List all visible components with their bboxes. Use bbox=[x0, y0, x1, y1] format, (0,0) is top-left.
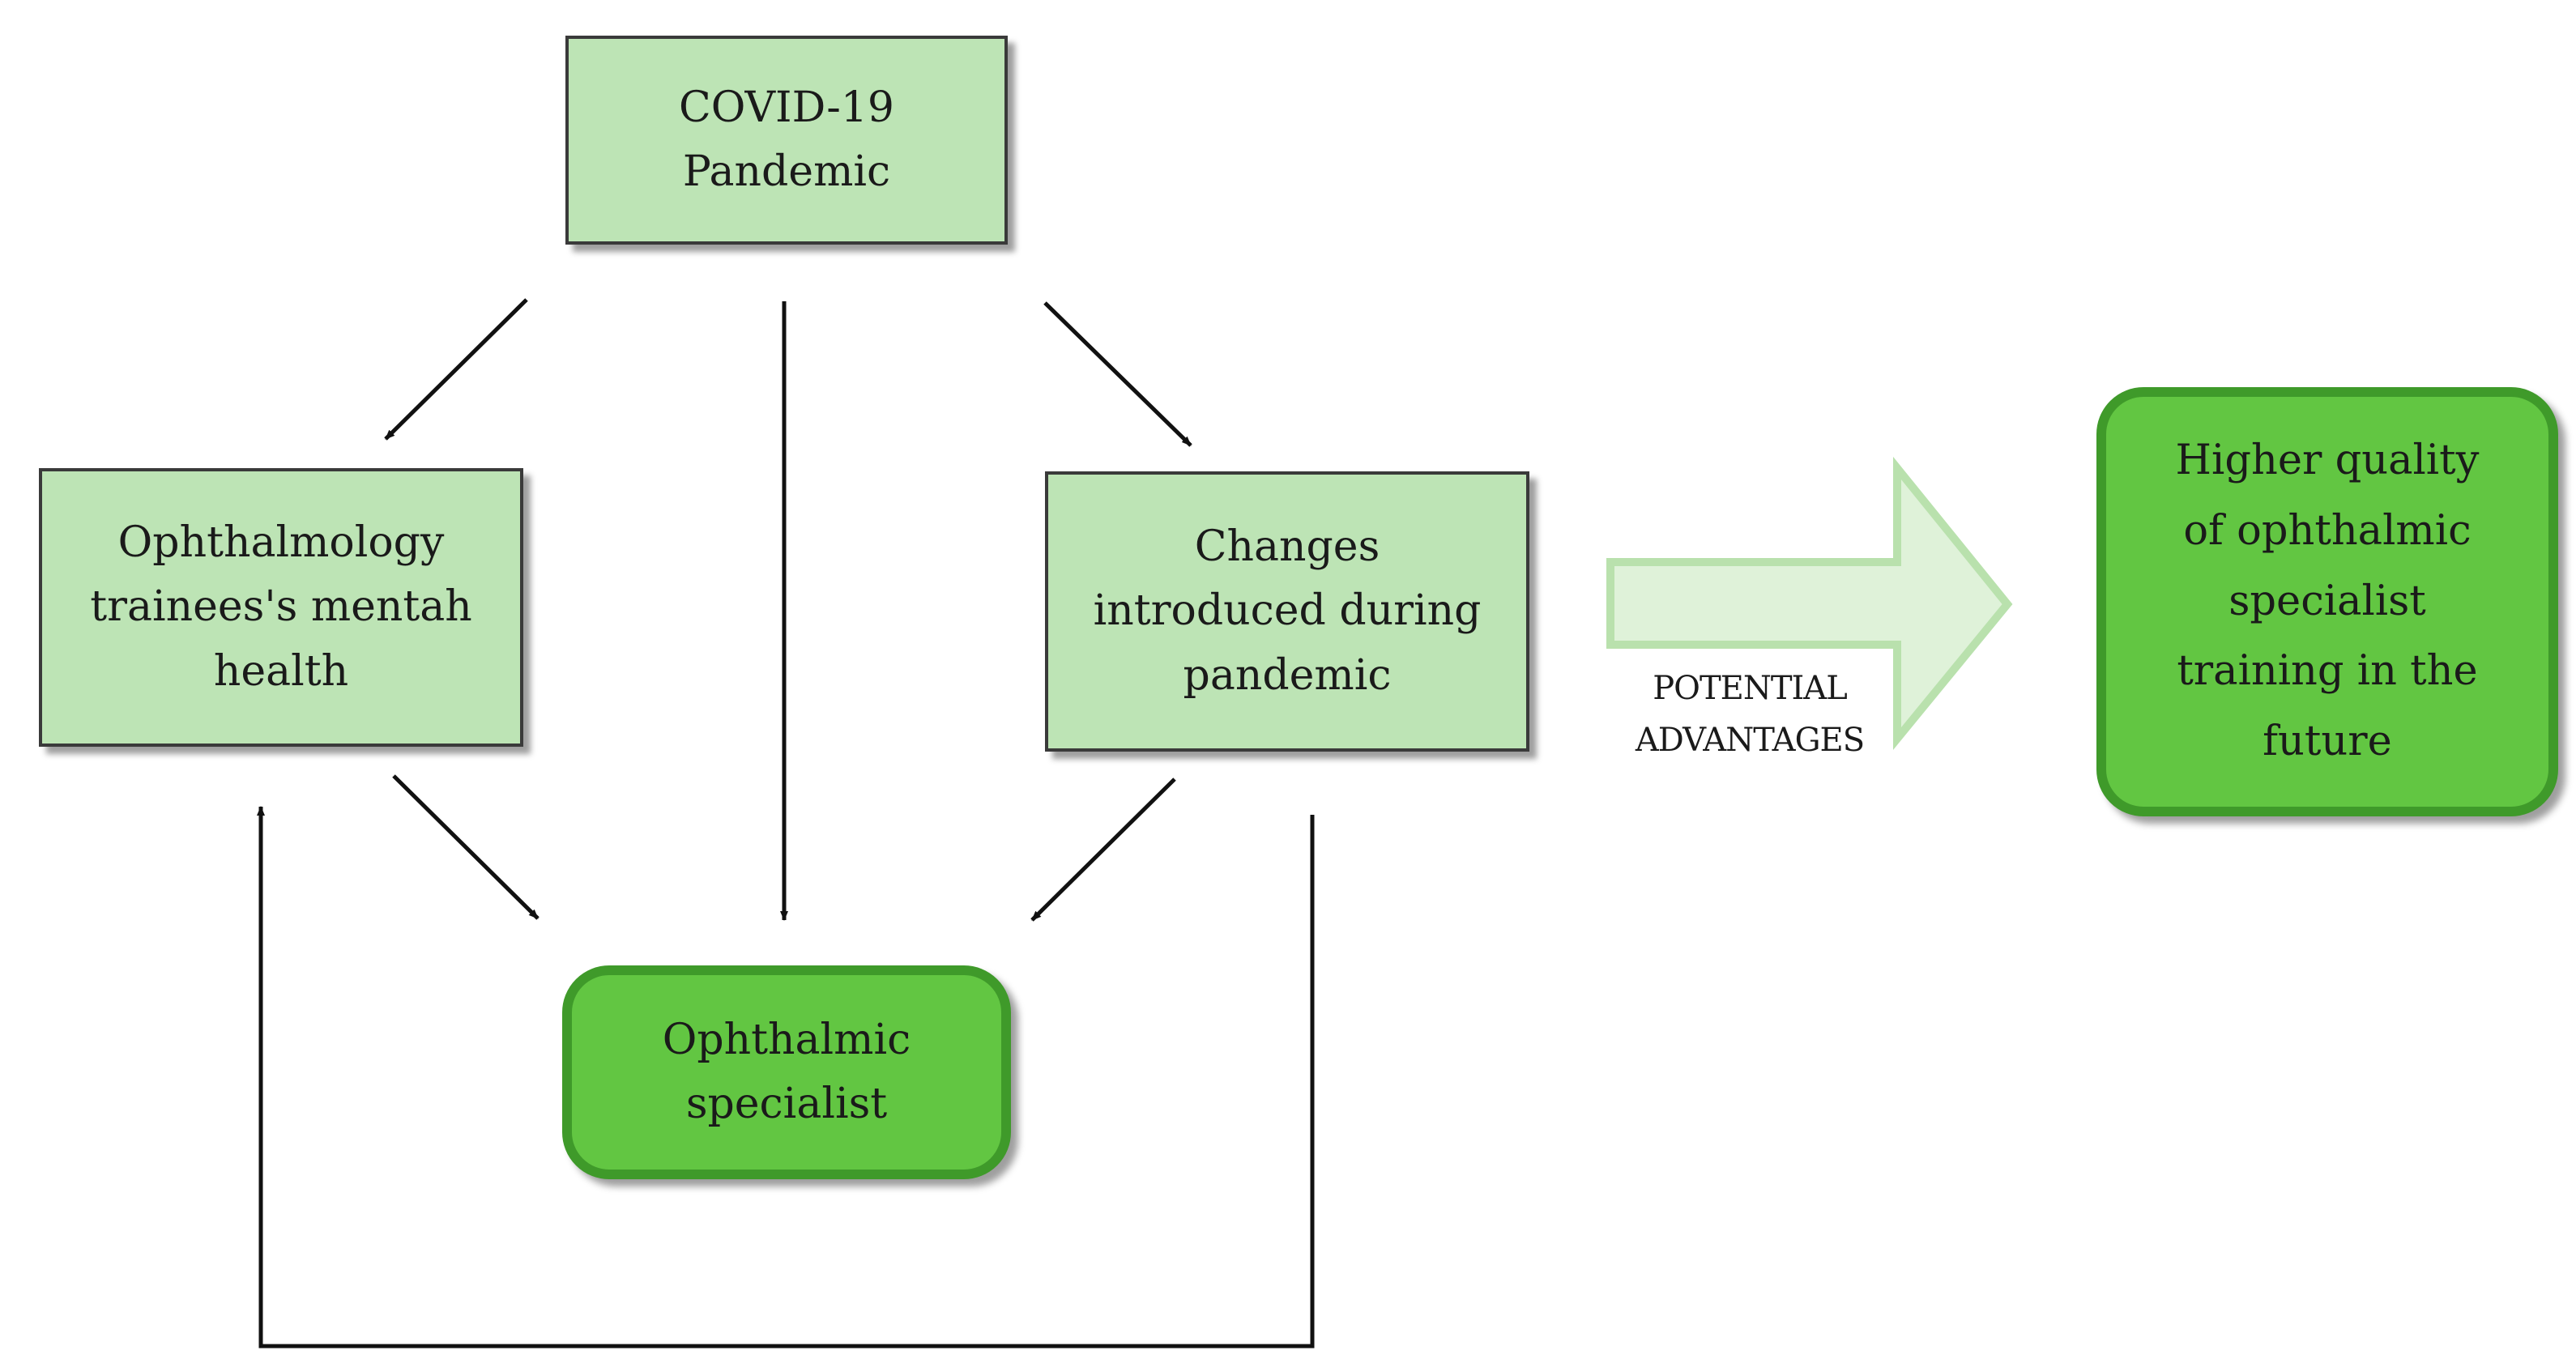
potential-advantages-arrow bbox=[1606, 456, 2013, 750]
arrow-covid-to-changes bbox=[1043, 301, 1192, 447]
potential-advantages-label: POTENTIAL ADVANTAGES bbox=[1635, 670, 1865, 759]
arrow-mental-health-to-specialist bbox=[392, 774, 540, 920]
arrow-changes-to-specialist bbox=[1030, 778, 1176, 922]
trainees-mental-health-node: Ophthalmology trainees's mentah health bbox=[39, 468, 523, 747]
higher-quality-training-node: Higher quality of ophthalmic specialist … bbox=[2096, 387, 2558, 816]
covid-pandemic-node: COVID-19 Pandemic bbox=[565, 36, 1008, 245]
ophthalmic-specialist-node: Ophthalmic specialist bbox=[562, 965, 1011, 1179]
pandemic-changes-node: Changes introduced during pandemic bbox=[1045, 471, 1529, 752]
arrow-covid-to-mental-health bbox=[384, 298, 528, 441]
feedback-loop-arrow bbox=[257, 806, 1315, 1349]
